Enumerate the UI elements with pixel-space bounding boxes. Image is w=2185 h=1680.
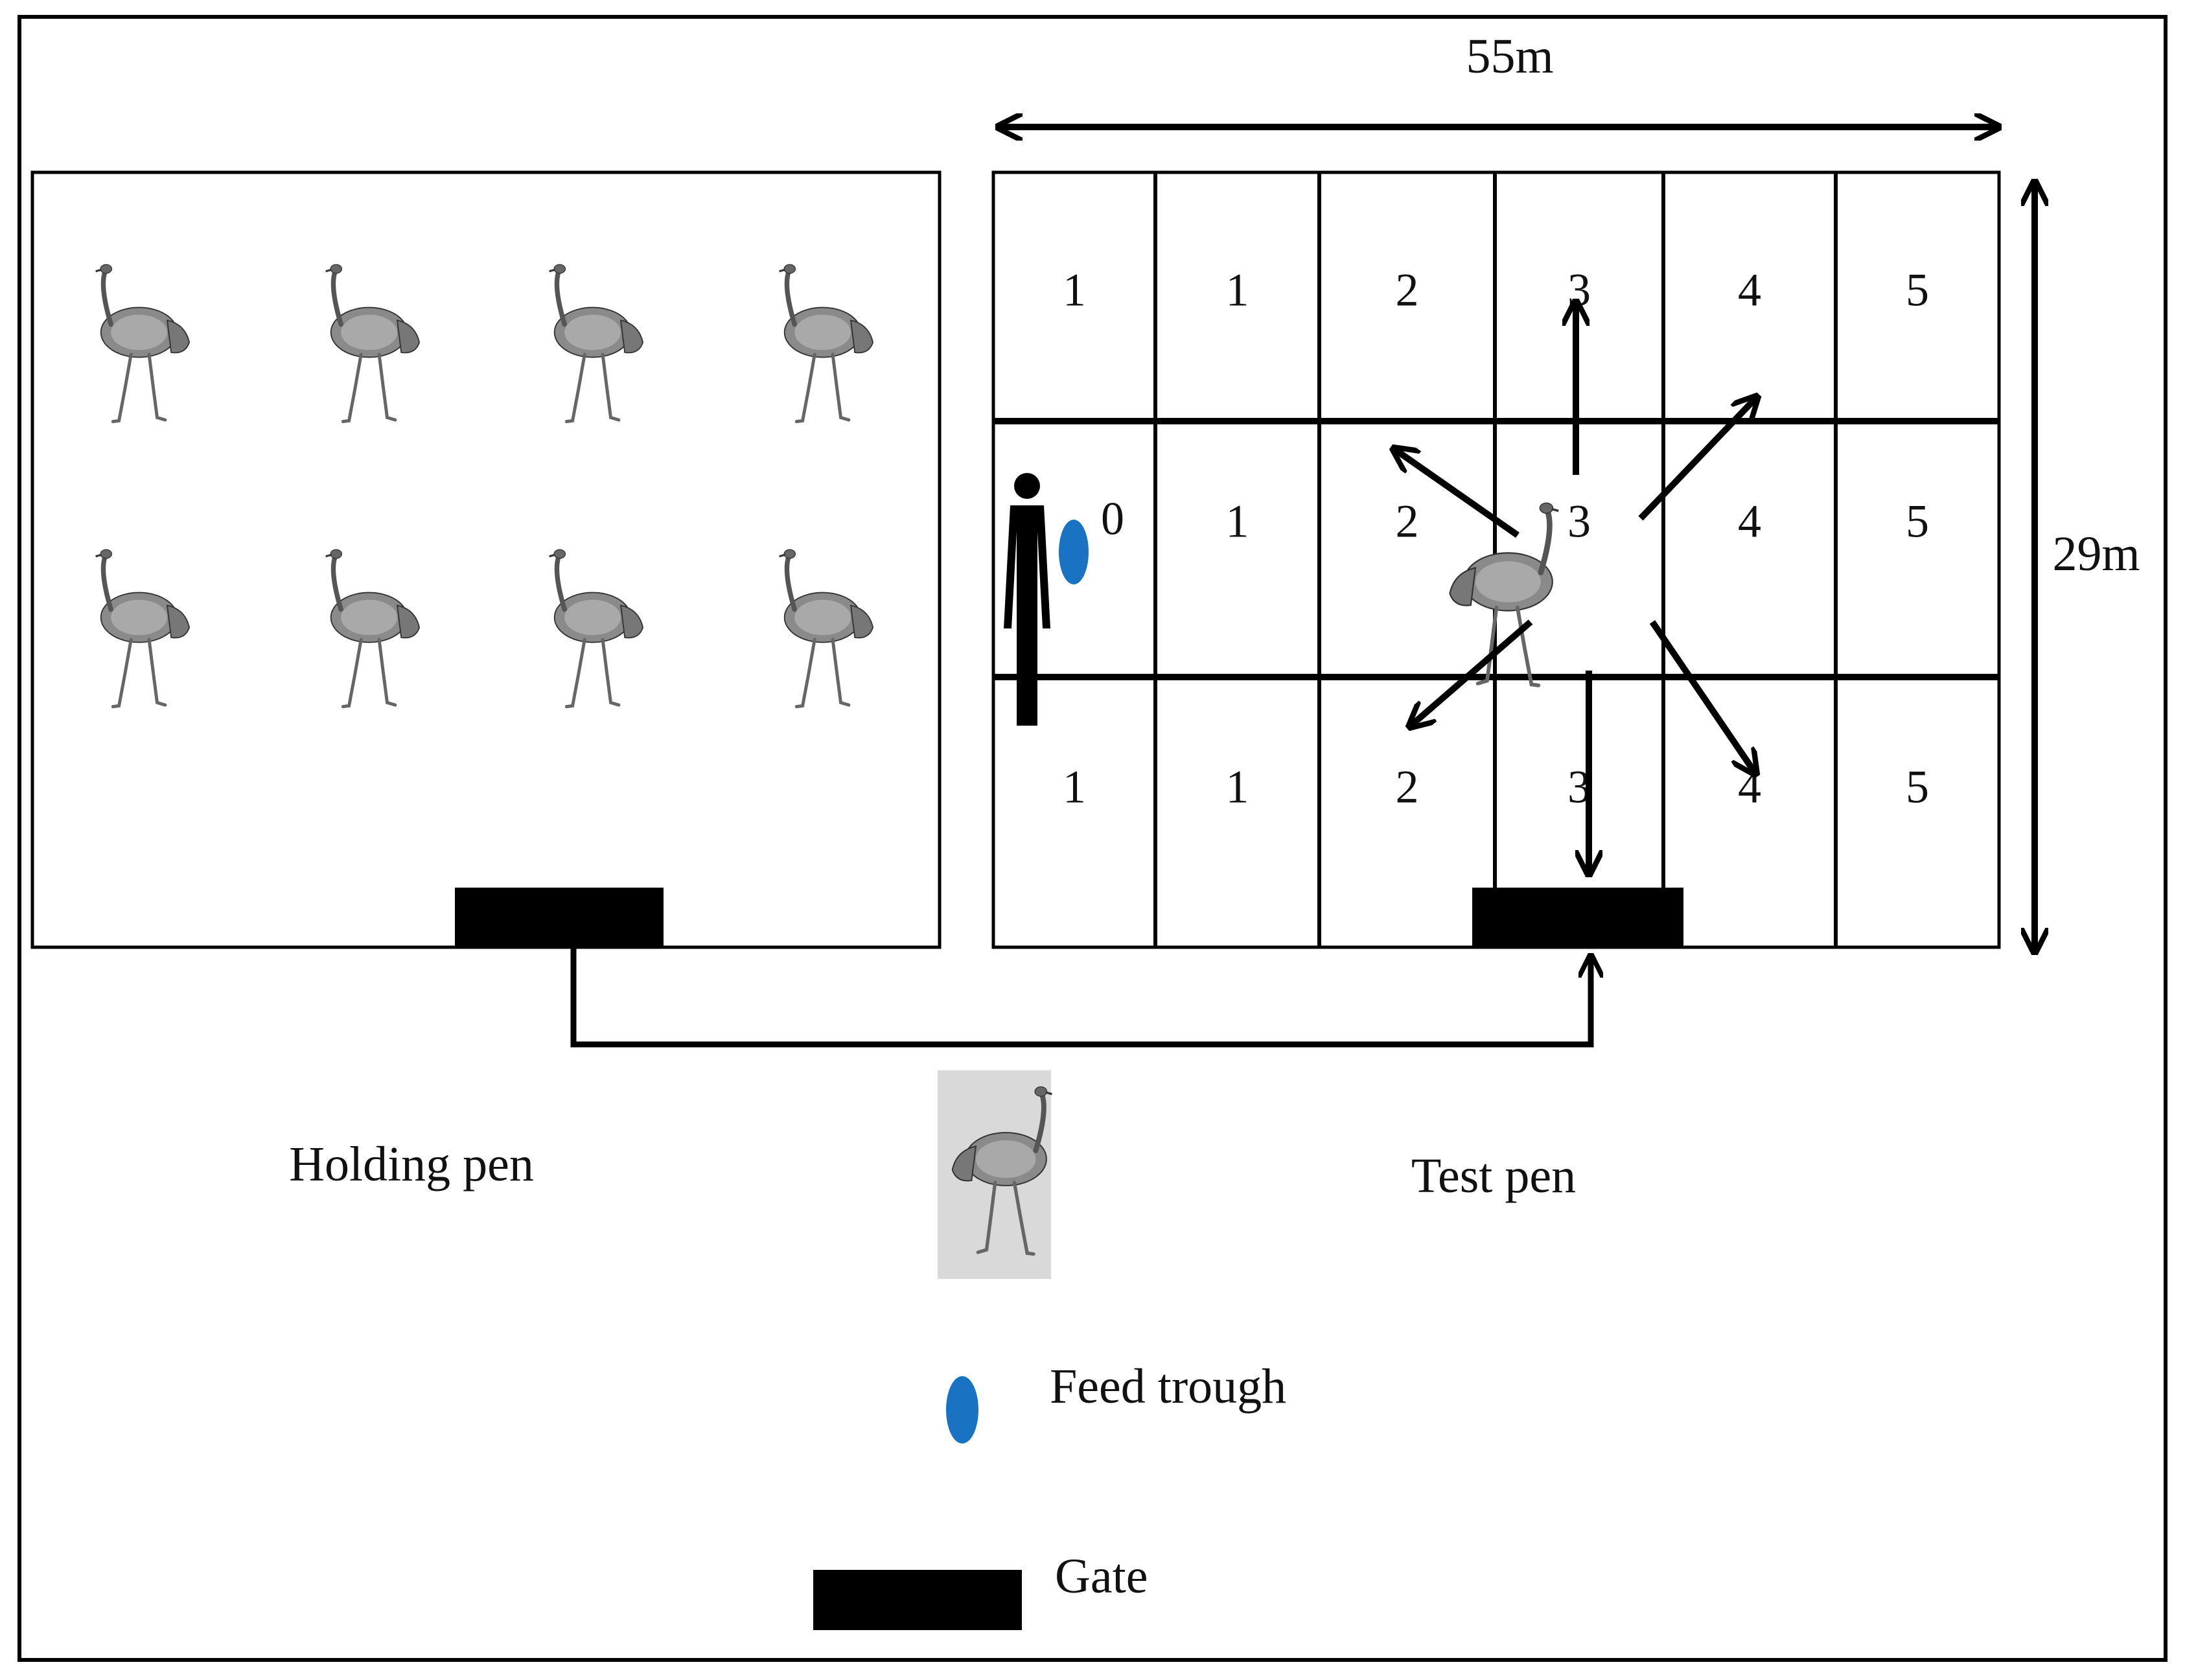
zone-2-1-number: 1 [1226,761,1249,813]
legend-bird-sample [938,1070,1052,1279]
zone-0-4-number: 4 [1738,264,1761,316]
zone-1-3-number: 3 [1567,496,1591,547]
ostrich-icon [780,264,873,421]
ostrich-icon [326,264,419,421]
feed-trough-icon [1059,520,1089,584]
legend-feed-trough-label: Feed trough [1050,1359,1286,1414]
zone-0-2-number: 2 [1396,264,1419,316]
width-label: 55m [1466,29,1553,84]
ostrich-icon [549,549,643,706]
zone-2-5-number: 5 [1906,761,1929,813]
person-icon [1004,473,1050,726]
arrow-down-left [1409,619,1533,727]
ostrich-icon [96,549,189,706]
test-pen-label: Test pen [1411,1149,1576,1203]
zone-2-0-number: 1 [1063,761,1086,813]
holding-pen-gate [455,888,664,947]
transfer-path-arrow [570,947,1591,1048]
ostrich-icon [549,264,643,421]
movement-arrows [1393,301,1757,875]
ostrich-icon [326,549,419,706]
arrow-down-right [1649,620,1756,774]
ostrich-icon [96,264,189,421]
zone-1-4-number: 4 [1738,496,1761,547]
legend-feed-trough-icon [946,1376,978,1444]
zone-0-1-number: 1 [1226,264,1249,316]
test-pen-gate [1472,888,1683,947]
zone-1-2-number: 2 [1396,496,1419,547]
zone-1-5-number: 5 [1906,496,1929,547]
test-bird-ostrich-icon [1450,503,1558,685]
holding-pen-outline [30,170,942,949]
ostrich-icon [780,549,873,706]
holding-pen-label: Holding pen [289,1137,534,1191]
zone-2-2-number: 2 [1396,761,1419,813]
legend-gate-label: Gate [1055,1549,1148,1604]
height-label: 29m [2052,527,2140,581]
arrow-up-left [1393,448,1520,538]
zone-0-0-number: 1 [1063,264,1086,316]
legend-gate-icon [813,1570,1022,1630]
outer-frame [17,15,2168,1662]
arrow-up-right [1638,397,1757,521]
zone-1-0-number: 0 [1101,493,1124,545]
holding-pen-birds [96,264,873,706]
zone-0-5-number: 5 [1906,264,1929,316]
zone-1-1-number: 1 [1226,496,1249,547]
